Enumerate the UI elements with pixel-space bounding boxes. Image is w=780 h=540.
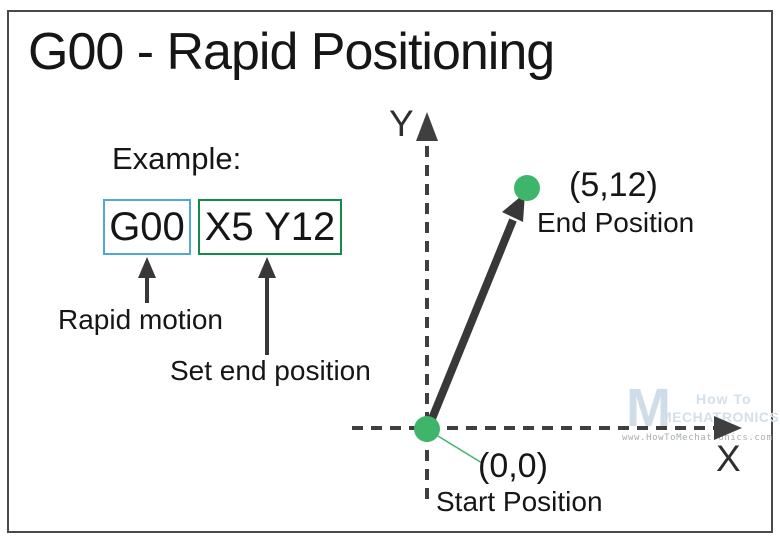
gcode-command-box: G00 xyxy=(103,199,191,255)
outer-frame xyxy=(7,10,773,533)
page-title: G00 - Rapid Positioning xyxy=(28,23,555,81)
start-point-name: Start Position xyxy=(436,486,603,517)
x-axis-label: X xyxy=(716,438,741,479)
watermark: M How To MECHATRONICS www.HowToMechatron… xyxy=(618,378,780,447)
end-point-name: End Position xyxy=(537,207,695,238)
watermark-line1: How To xyxy=(696,391,752,407)
watermark-logo-icon: M xyxy=(626,378,671,438)
gcode-command-text: G00 xyxy=(109,204,185,249)
example-heading: Example: xyxy=(112,141,242,176)
gcode-params-text: X5 Y12 xyxy=(204,204,336,249)
watermark-url: www.HowToMechatronics.com xyxy=(622,433,773,443)
watermark-line2: MECHATRONICS xyxy=(660,409,780,425)
set-end-position-annotation: Set end position xyxy=(170,355,371,386)
end-point-coords: (5,12) xyxy=(569,166,658,204)
rapid-motion-annotation: Rapid motion xyxy=(58,304,223,335)
gcode-params-box: X5 Y12 xyxy=(198,199,342,255)
y-axis-label: Y xyxy=(389,103,414,144)
start-point-coords: (0,0) xyxy=(478,447,548,485)
